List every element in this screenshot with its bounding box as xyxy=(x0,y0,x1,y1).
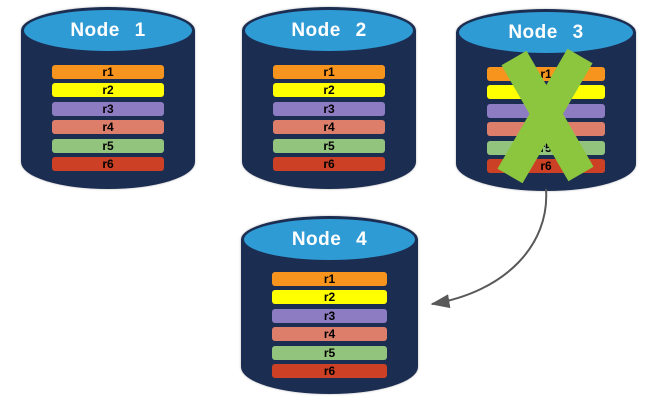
replica-bar-r3: r3 xyxy=(52,101,164,116)
node-4-title: Node 4 xyxy=(291,229,368,250)
replica-bar-r4: r4 xyxy=(273,120,385,135)
replica-bar-r2: r2 xyxy=(273,83,385,98)
node-2-title: Node 2 xyxy=(291,20,367,41)
replica-bar-r4: r4 xyxy=(487,122,605,137)
node-4: Node 4 r1 r2 r3 r4 r5 r6 xyxy=(241,216,418,394)
node-3-failed: Node 3 r1 r2 r3 r4 r5 r6 xyxy=(456,9,636,191)
node-4-replica-list: r1 r2 r3 r4 r5 r6 xyxy=(272,272,387,378)
replica-bar-r5: r5 xyxy=(273,138,385,153)
replica-bar-r1: r1 xyxy=(487,67,605,81)
replica-bar-r2: r2 xyxy=(272,290,387,305)
failover-arrow xyxy=(430,188,548,309)
replica-bar-r5: r5 xyxy=(52,138,164,153)
node-3-replica-list: r1 r2 r3 r4 r5 r6 xyxy=(487,67,605,173)
node-2-cylinder-top xyxy=(242,7,416,54)
replica-bar-r3: r3 xyxy=(487,103,605,118)
node-2-replica-list: r1 r2 r3 r4 r5 r6 xyxy=(273,65,385,171)
replica-bar-r1: r1 xyxy=(272,272,387,286)
replica-bar-r2: r2 xyxy=(487,85,605,100)
replica-bar-r6: r6 xyxy=(52,156,164,171)
replica-bar-r1: r1 xyxy=(52,65,164,79)
replica-bar-r4: r4 xyxy=(52,120,164,135)
replica-bar-r1: r1 xyxy=(273,65,385,79)
replica-bar-r6: r6 xyxy=(487,158,605,173)
replica-bar-r6: r6 xyxy=(273,156,385,171)
node-1-title: Node 1 xyxy=(70,20,146,41)
node-1-replica-list: r1 r2 r3 r4 r5 r6 xyxy=(52,65,164,171)
node-2: Node 2 r1 r2 r3 r4 r5 r6 xyxy=(242,7,416,189)
replica-bar-r5: r5 xyxy=(487,140,605,155)
replica-bar-r6: r6 xyxy=(272,363,387,378)
replica-bar-r5: r5 xyxy=(272,345,387,360)
node-1: Node 1 r1 r2 r3 r4 r5 r6 xyxy=(21,7,195,189)
replica-bar-r3: r3 xyxy=(273,101,385,116)
replica-bar-r3: r3 xyxy=(272,308,387,323)
node-4-cylinder-top xyxy=(241,216,418,263)
node-3-title: Node 3 xyxy=(508,22,584,43)
replica-bar-r2: r2 xyxy=(52,83,164,98)
replica-bar-r4: r4 xyxy=(272,327,387,342)
node-1-cylinder-top xyxy=(21,7,195,54)
